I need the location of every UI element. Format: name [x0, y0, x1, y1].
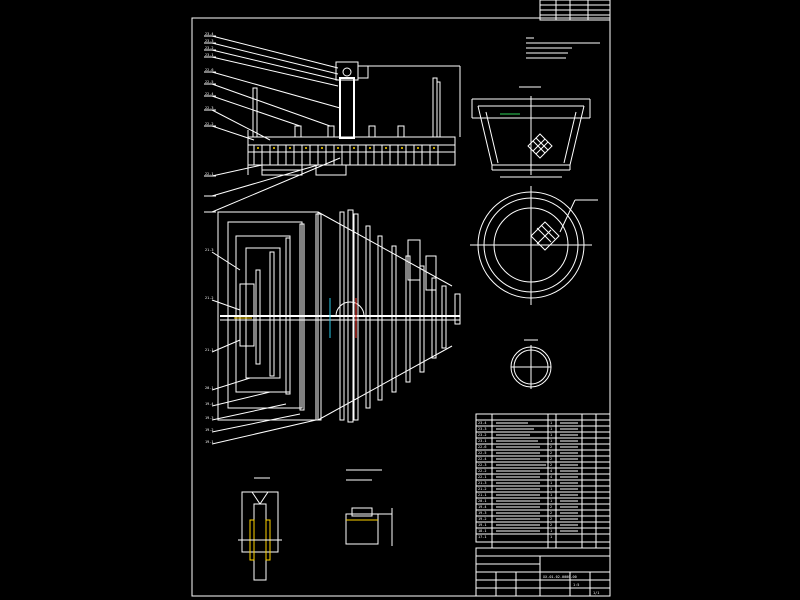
table-row: 19-3	[478, 511, 486, 515]
table-cell-qty: 1	[550, 439, 552, 443]
callout-label: 22-2	[205, 122, 213, 126]
table-row: 21-3	[478, 481, 486, 485]
table-cell-qty: 2	[550, 505, 552, 509]
pipe-section	[510, 339, 552, 389]
table-row: 19-2	[478, 517, 486, 521]
table-row: 18-1	[478, 529, 486, 533]
table-row: 23-2	[478, 433, 486, 437]
drawing-scale: 1:5	[573, 583, 579, 587]
table-row: 22-5	[478, 451, 486, 455]
callout-label: 22-1	[205, 172, 213, 176]
table-cell-qty: 1	[550, 529, 552, 533]
table-cell-qty: 1	[550, 493, 552, 497]
table-row: 19-1	[478, 523, 486, 527]
callout-label: 23-1	[205, 53, 213, 57]
callout-label: 21-3	[205, 248, 213, 252]
table-row: 23-3	[478, 427, 486, 431]
table-cell-qty: 1	[550, 487, 552, 491]
callout-label: 19-1	[205, 440, 213, 444]
table-cell-qty: 2	[550, 463, 552, 467]
table-cell-qty: 2	[550, 451, 552, 455]
callout-label: 22-4	[205, 92, 213, 96]
table-cell-qty: 2	[550, 457, 552, 461]
detail-view-1	[238, 477, 282, 581]
callout-label: 19-2	[205, 428, 213, 432]
callout-label: 23-3	[205, 39, 213, 43]
callout-label: 22-3	[205, 106, 213, 110]
sheet-border	[191, 17, 611, 597]
parts-list-table	[475, 413, 611, 548]
drawing-code: XX-01-02-0000-00	[543, 575, 577, 579]
technical-notes	[526, 37, 600, 59]
table-cell-qty: 1	[550, 427, 552, 431]
table-cell-qty: 1	[550, 433, 552, 437]
parts-list-rows: 23-4 23-3 23-2 23-1 22-6 22-5 22-4 22-3 …	[478, 421, 552, 539]
table-cell-qty: 1	[550, 421, 552, 425]
table-row: 22-1	[478, 475, 486, 479]
table-cell-qty: 2	[550, 523, 552, 527]
table-row: 23-4	[478, 421, 486, 425]
table-row: 23-1	[478, 439, 486, 443]
table-cell-qty: 2	[550, 517, 552, 521]
table-row: 22-4	[478, 457, 486, 461]
table-cell-qty: 2	[550, 445, 552, 449]
revision-block	[539, 0, 611, 21]
plan-view-blades	[217, 209, 461, 423]
callouts-front	[204, 35, 341, 213]
sheet-number: 1/1	[593, 591, 599, 595]
callout-label: 23-2	[205, 46, 213, 50]
callout-label: 19-3	[205, 416, 213, 420]
callout-label: 22-6	[205, 68, 213, 72]
callout-label: 23-4	[205, 32, 213, 36]
callout-label: 22-5	[205, 80, 213, 84]
table-cell-qty: 4	[550, 475, 552, 479]
hatch-pattern	[527, 133, 553, 159]
table-cell-qty: 1	[550, 499, 552, 503]
table-row: 22-6	[478, 445, 486, 449]
table-cell-qty: 4	[550, 469, 552, 473]
section-view-funnel	[471, 86, 591, 178]
callout-label: 21-1	[205, 348, 213, 352]
title-block	[475, 547, 611, 597]
front-view	[247, 61, 461, 176]
table-row: 21-1	[478, 493, 486, 497]
callout-label: 20-1	[205, 386, 213, 390]
table-row: 19-4	[478, 505, 486, 509]
callout-label: 21-2	[205, 296, 213, 300]
table-row: 20-1	[478, 499, 486, 503]
table-row: 22-3	[478, 463, 486, 467]
callouts-plan	[211, 251, 317, 445]
table-cell-qty: 2	[550, 511, 552, 515]
table-row: 22-2	[478, 469, 486, 473]
table-cell-qty: 1	[550, 535, 552, 539]
table-cell-qty: 1	[550, 481, 552, 485]
table-row: 21-2	[478, 487, 486, 491]
detail-view-2	[345, 469, 393, 546]
table-row: 17-1	[478, 535, 486, 539]
callout-label: 19-4	[205, 402, 213, 406]
top-view-ring	[470, 186, 598, 305]
